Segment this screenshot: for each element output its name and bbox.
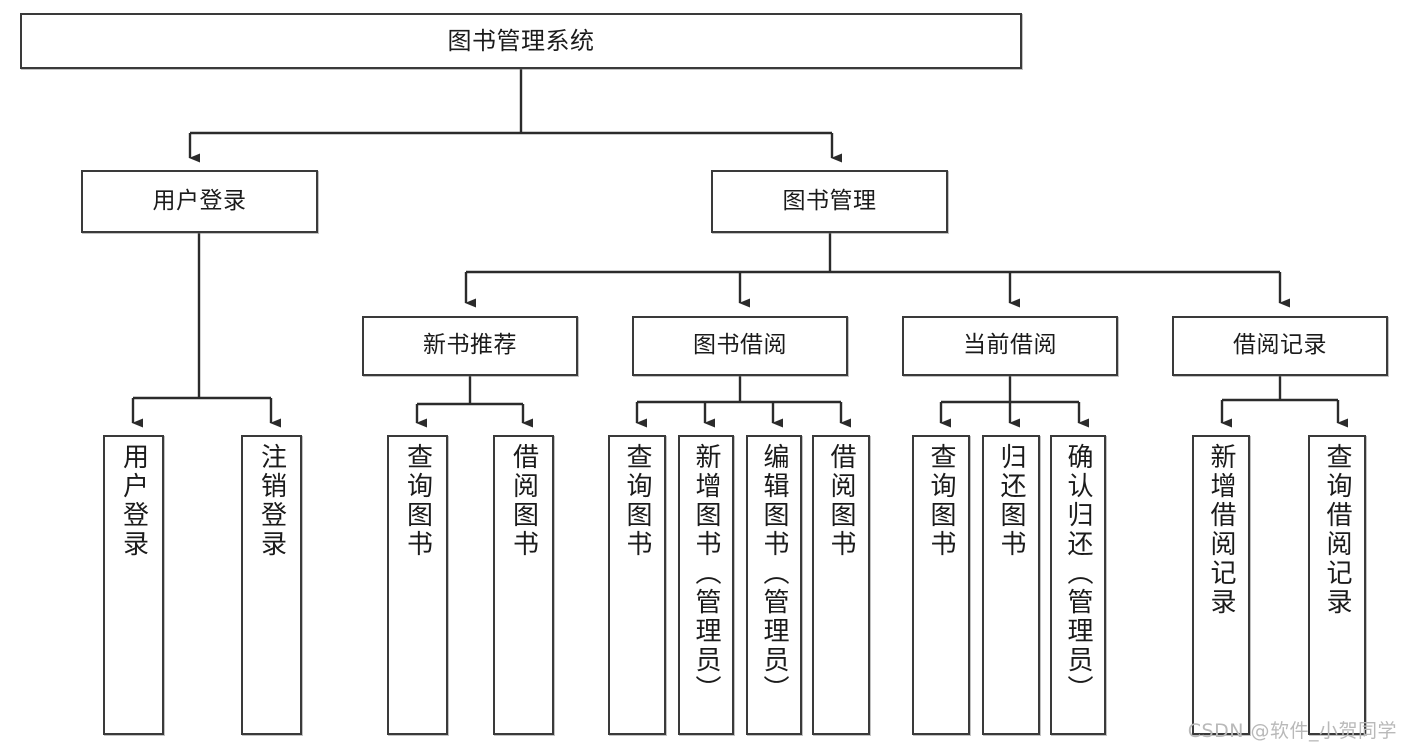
node-group-book-borrow[interactable]: 图书借阅 bbox=[632, 316, 848, 376]
node-leaf-current-query-book[interactable]: 查询图书 bbox=[912, 435, 970, 735]
node-leaf-record-query-record[interactable]: 查询借阅记录 bbox=[1308, 435, 1366, 735]
node-leaf-borrow-edit-book-admin-label: 编辑图书（管理员） bbox=[759, 443, 789, 704]
node-leaf-user-logout[interactable]: 注销登录 bbox=[241, 435, 302, 735]
node-branch-user-login[interactable]: 用户登录 bbox=[81, 170, 318, 233]
node-group-book-borrow-label: 图书借阅 bbox=[693, 332, 787, 359]
node-leaf-user-logout-label: 注销登录 bbox=[256, 443, 287, 559]
node-root[interactable]: 图书管理系统 bbox=[20, 13, 1022, 69]
node-leaf-recommend-borrow-book-label: 借阅图书 bbox=[508, 443, 539, 559]
node-leaf-user-login-label: 用户登录 bbox=[118, 443, 149, 559]
node-leaf-record-add-record[interactable]: 新增借阅记录 bbox=[1192, 435, 1250, 735]
node-leaf-borrow-add-book-admin[interactable]: 新增图书（管理员） bbox=[678, 435, 734, 735]
node-group-current-borrow[interactable]: 当前借阅 bbox=[902, 316, 1118, 376]
node-leaf-borrow-borrow-book[interactable]: 借阅图书 bbox=[812, 435, 870, 735]
node-leaf-recommend-query-book[interactable]: 查询图书 bbox=[387, 435, 448, 735]
node-leaf-current-confirm-return-admin-label: 确认归还（管理员） bbox=[1063, 443, 1093, 704]
node-leaf-current-return-book-label: 归还图书 bbox=[996, 443, 1026, 559]
node-leaf-record-query-record-label: 查询借阅记录 bbox=[1322, 443, 1352, 617]
node-leaf-borrow-query-book[interactable]: 查询图书 bbox=[608, 435, 666, 735]
node-root-label: 图书管理系统 bbox=[447, 26, 595, 55]
node-branch-book-management[interactable]: 图书管理 bbox=[711, 170, 948, 233]
node-branch-user-login-label: 用户登录 bbox=[152, 187, 247, 214]
node-leaf-recommend-query-book-label: 查询图书 bbox=[402, 443, 433, 559]
node-leaf-current-return-book[interactable]: 归还图书 bbox=[982, 435, 1040, 735]
node-leaf-borrow-query-book-label: 查询图书 bbox=[622, 443, 652, 559]
node-group-borrow-record[interactable]: 借阅记录 bbox=[1172, 316, 1388, 376]
node-group-borrow-record-label: 借阅记录 bbox=[1233, 332, 1327, 359]
node-leaf-record-add-record-label: 新增借阅记录 bbox=[1206, 443, 1236, 617]
node-leaf-current-confirm-return-admin[interactable]: 确认归还（管理员） bbox=[1050, 435, 1106, 735]
node-group-current-borrow-label: 当前借阅 bbox=[963, 332, 1057, 359]
csdn-watermark: CSDN @软件_小贺同学 bbox=[1187, 720, 1397, 742]
node-leaf-borrow-borrow-book-label: 借阅图书 bbox=[826, 443, 856, 559]
node-leaf-borrow-add-book-admin-label: 新增图书（管理员） bbox=[691, 443, 721, 704]
node-group-new-book-recommend[interactable]: 新书推荐 bbox=[362, 316, 578, 376]
node-group-new-book-recommend-label: 新书推荐 bbox=[423, 332, 517, 359]
node-leaf-recommend-borrow-book[interactable]: 借阅图书 bbox=[493, 435, 554, 735]
node-leaf-user-login[interactable]: 用户登录 bbox=[103, 435, 164, 735]
node-leaf-borrow-edit-book-admin[interactable]: 编辑图书（管理员） bbox=[746, 435, 802, 735]
node-leaf-current-query-book-label: 查询图书 bbox=[926, 443, 956, 559]
node-branch-book-management-label: 图书管理 bbox=[782, 187, 877, 214]
